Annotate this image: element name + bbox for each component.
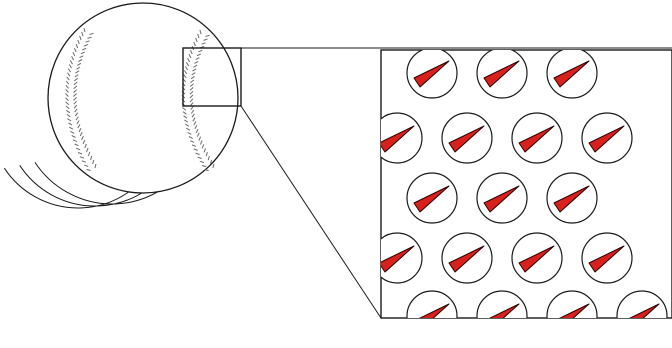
- compass-cell: [442, 113, 492, 163]
- compass-cell: [407, 173, 457, 223]
- compass-cell: [512, 233, 562, 283]
- seam-stitch: [213, 164, 214, 168]
- compass-cell: [547, 48, 597, 98]
- compass-cell: [477, 291, 527, 341]
- compass-cell: [547, 291, 597, 341]
- baseball: [48, 3, 238, 193]
- compass-cell: [407, 291, 457, 341]
- compass-cell: [477, 173, 527, 223]
- compass-cell: [582, 113, 632, 163]
- connector-diagonal: [241, 106, 381, 318]
- compass-cell: [372, 233, 422, 283]
- compass-cell: [407, 48, 457, 98]
- compass-cell: [372, 113, 422, 163]
- magnified-inset: [372, 48, 672, 341]
- compass-cell: [512, 113, 562, 163]
- compass-cell: [617, 291, 667, 341]
- compass-cell: [582, 233, 632, 283]
- compass-cell: [477, 48, 527, 98]
- compass-cell: [547, 173, 597, 223]
- compass-cell: [442, 233, 492, 283]
